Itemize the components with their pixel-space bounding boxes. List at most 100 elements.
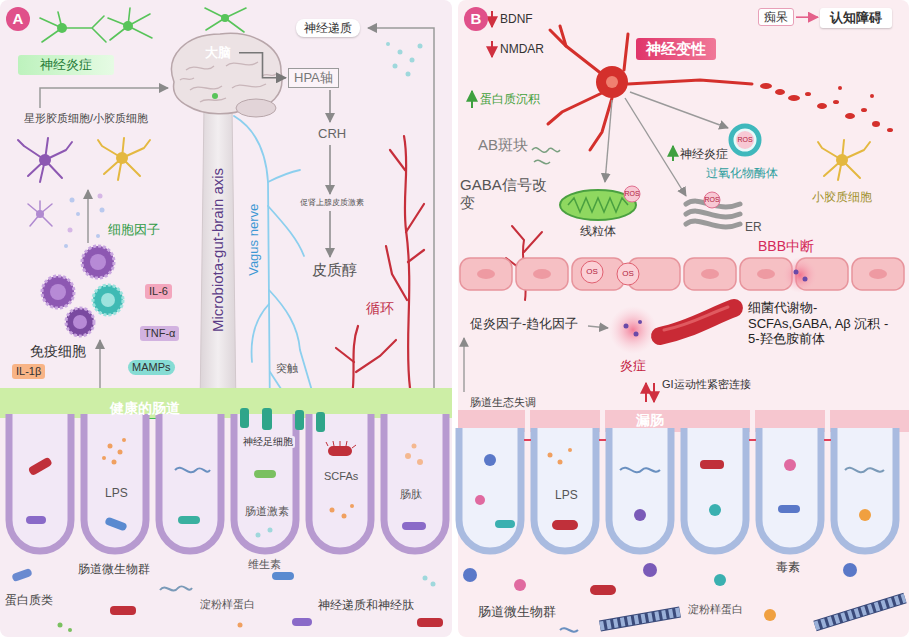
cytokine-tag: IL-6 <box>145 284 172 299</box>
text-label: 毒素 <box>776 560 800 574</box>
text-label: BBB中断 <box>758 238 814 255</box>
cytokine-tag: IL-1β <box>12 364 45 379</box>
cytokine-tag: TNF-α <box>140 326 179 341</box>
text-label: 促炎因子-趋化因子 <box>470 316 578 332</box>
text-label: ROS <box>624 190 639 198</box>
text-label: 神经递质和神经肽 <box>318 598 414 612</box>
text-label: LPS <box>103 486 130 500</box>
text-label: 淀粉样蛋白 <box>200 598 255 611</box>
gut-microbes <box>463 448 884 632</box>
text-label: 循环 <box>366 300 394 317</box>
text-label: 星形胶质细胞/小胶质细胞 <box>24 112 148 125</box>
text-label: 细胞因子 <box>108 222 160 238</box>
flow-arrows <box>40 28 434 396</box>
tag-box: 神经递质 <box>296 19 360 37</box>
text-label: OS <box>622 269 634 279</box>
panel: A 神经炎症 大脑 神经递质 HPA轴 IL-6TNF-αMAMPs IL-1β 健康的肠道 <box>0 0 452 637</box>
node-text: IL-1β <box>16 365 41 378</box>
node-text: TNF-α <box>144 327 175 340</box>
node-text: 健康的肠道 <box>110 400 180 417</box>
text-label: 突触 <box>276 362 298 375</box>
text-label: GABA信号改变 <box>460 176 555 212</box>
node-text: IL-6 <box>149 285 168 298</box>
degenerating-neuron <box>548 26 893 150</box>
amyloid-fibrils <box>600 598 905 626</box>
text-label: 促肾上腺皮质激素 <box>300 198 364 208</box>
text-label: LPS <box>553 488 580 502</box>
text-label: 蛋白质类 <box>5 593 53 607</box>
microglia <box>818 140 870 180</box>
text-label: 皮质醇 <box>312 261 357 279</box>
text-label: Microbiota-gut-brain axis <box>209 168 227 332</box>
text-label: NMDAR <box>500 42 544 56</box>
text-label: ROS <box>737 136 752 144</box>
vagus-nerve <box>234 116 320 420</box>
text-label: 过氧化物酶体 <box>706 166 778 180</box>
immune-cells <box>42 246 123 336</box>
text-label: SCFAs <box>322 470 360 483</box>
node-text: MAMPs <box>132 361 171 374</box>
bbb-vessel <box>506 226 542 300</box>
mitochondrion <box>560 186 640 220</box>
particles <box>64 42 423 248</box>
node-text: HPA轴 <box>294 70 333 86</box>
connector <box>796 16 818 18</box>
node-text: 大脑 <box>205 45 231 61</box>
trend-arrows <box>472 11 673 402</box>
node-text: 痴呆 <box>764 10 788 24</box>
inflammation <box>609 306 734 354</box>
text-label: AB斑块 <box>478 136 528 154</box>
text-label: OS <box>586 267 598 277</box>
ros-dot <box>704 192 720 208</box>
node-text: B <box>464 7 488 31</box>
node-text: 认知障碍 <box>830 10 882 26</box>
brain <box>172 33 282 117</box>
text-label: CRH <box>318 126 346 142</box>
node-text: 神经变性 <box>646 40 706 58</box>
band-label: 神经炎症 <box>18 55 114 75</box>
text-label: 肠肽 <box>398 488 424 501</box>
section-tag: 健康的肠道 <box>98 398 192 419</box>
spinal-cord <box>200 106 236 410</box>
node-text: 漏肠 <box>636 412 664 429</box>
text-label: 炎症 <box>620 358 646 374</box>
text-label: 肠道激素 <box>243 505 291 518</box>
text-label: 维生素 <box>248 558 281 571</box>
text-label: 肠道微生物群 <box>478 604 556 620</box>
text-label: 小胶质细胞 <box>812 190 872 204</box>
neuron-icons <box>40 8 246 42</box>
text-label: ROS <box>704 196 719 204</box>
connector <box>239 53 286 78</box>
tag-box: 痴呆 <box>758 8 794 26</box>
text-label: ER <box>745 220 762 234</box>
text-label: 神经炎症 <box>680 147 728 161</box>
bbb-cells <box>460 257 904 293</box>
amyloid-squiggle <box>532 148 560 164</box>
text-label: 线粒体 <box>580 224 616 238</box>
text-label: 神经足细胞 <box>241 436 295 448</box>
cytokine-tag: MAMPs <box>128 360 175 375</box>
glial-cells <box>18 138 150 226</box>
leaky-gut-wall <box>458 410 909 551</box>
section-tag: 漏肠 <box>628 410 704 431</box>
organ-tag: 大脑 <box>199 44 237 62</box>
text-label: 淀粉样蛋白 <box>688 603 743 616</box>
text-label: GI运动性紧密连接 <box>662 378 751 391</box>
hpa-arrows <box>329 90 331 257</box>
node-text: 神经递质 <box>304 21 352 35</box>
node-text: A <box>6 7 30 31</box>
axis-box: HPA轴 <box>288 68 339 88</box>
peroxisome <box>731 126 759 154</box>
microbes <box>11 438 443 632</box>
text-label: BDNF <box>500 12 533 26</box>
endoplasmic-reticulum <box>686 201 740 227</box>
text-label: 蛋白质沉积 <box>480 92 540 106</box>
text-label: 细菌代谢物- SCFAs,GABA, Aβ 沉积 - 5-羟色胺前体 <box>748 300 898 347</box>
text-label: 免疫细胞 <box>30 343 86 360</box>
node-text: 神经炎症 <box>40 57 92 73</box>
band-label: 神经变性 <box>636 38 716 60</box>
gut-wall <box>0 388 452 551</box>
organelle-arrows <box>464 92 728 392</box>
text-label: Vagus nerve <box>246 204 262 276</box>
